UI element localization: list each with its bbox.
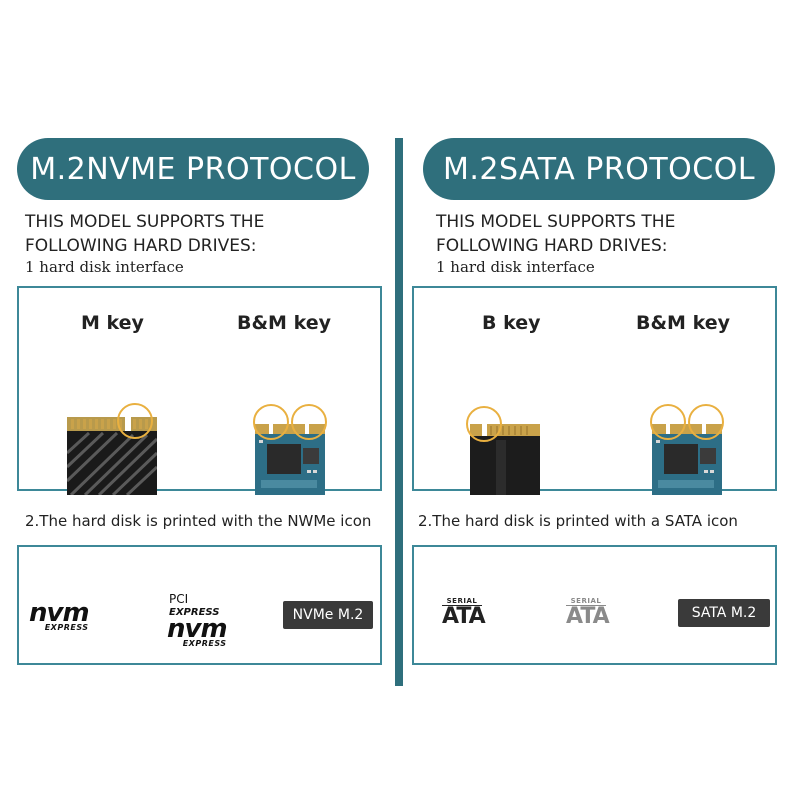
sata-icon-note: 2.The hard disk is printed with a SATA i… [418,512,738,530]
support-line-2: FOLLOWING HARD DRIVES: [25,236,257,256]
serial-ata-logo-faded: SERIAL ATA [566,597,610,629]
b-key-drive-image [466,400,546,499]
bm-key-notch-m-highlight [291,404,327,440]
sata-title: M.2SATA PROTOCOL [423,138,775,200]
nvm-express-logo: nvm EXPRESS [29,598,90,632]
pci-express-label: PCI EXPRESS [169,593,219,619]
nvme-title: M.2NVME PROTOCOL [17,138,369,200]
sata-m2-badge: SATA M.2 [678,599,770,627]
sata-support-text: THIS MODEL SUPPORTS THE FOLLOWING HARD D… [436,210,776,258]
serial-text: SERIAL [566,597,606,606]
nvme-m2-badge: NVMe M.2 [283,601,373,629]
support-line-2: FOLLOWING HARD DRIVES: [436,236,668,256]
support-line-1: THIS MODEL SUPPORTS THE [436,212,676,232]
sata-interface-text: 1 hard disk interface [436,258,595,276]
bm-key-notch-b-highlight [650,404,686,440]
b-key-notch-highlight [466,406,502,442]
serial-ata-logo: SERIAL ATA [442,597,486,629]
bm-key-label: B&M key [237,312,331,334]
sata-logo-box: SERIAL ATA SERIAL ATA SATA M.2 [412,545,777,665]
support-line-1: THIS MODEL SUPPORTS THE [25,212,265,232]
pci-nvm-logo-text: nvm [167,614,228,644]
nvme-icon-note: 2.The hard disk is printed with the NWMe… [25,512,372,530]
m-key-notch-highlight [117,403,153,439]
center-divider [395,138,403,686]
nvme-support-text: THIS MODEL SUPPORTS THE FOLLOWING HARD D… [25,210,365,258]
sata-drive-box: B key B&M key [412,286,777,495]
ata-text: ATA [566,604,610,629]
pci-express-text: EXPRESS [169,607,220,618]
pci-nvm-logo-express: EXPRESS [182,639,227,648]
nvm-logo-text: nvm [29,598,90,628]
bm-key-label: B&M key [636,312,730,334]
nvme-interface-text: 1 hard disk interface [25,258,184,276]
nvme-panel: M.2NVME PROTOCOL THIS MODEL SUPPORTS THE… [17,0,382,800]
pci-text: PCI [169,592,189,606]
m-key-drive-image [65,403,159,499]
serial-text: SERIAL [442,597,482,606]
pci-nvm-express-logo: nvm EXPRESS [167,614,228,648]
bm-key-notch-b-highlight [253,404,289,440]
bm-key-drive-image [642,400,732,499]
ata-text: ATA [442,604,486,629]
bm-key-drive-image [245,400,335,499]
nvm-logo-express: EXPRESS [44,623,89,632]
nvme-logo-box: nvm EXPRESS PCI EXPRESS nvm EXPRESS NVMe… [17,545,382,665]
b-key-label: B key [482,312,541,334]
sata-panel: M.2SATA PROTOCOL THIS MODEL SUPPORTS THE… [412,0,777,800]
nvme-drive-box: M key B&M key [17,286,382,497]
bm-key-notch-m-highlight [688,404,724,440]
m-key-label: M key [81,312,144,334]
